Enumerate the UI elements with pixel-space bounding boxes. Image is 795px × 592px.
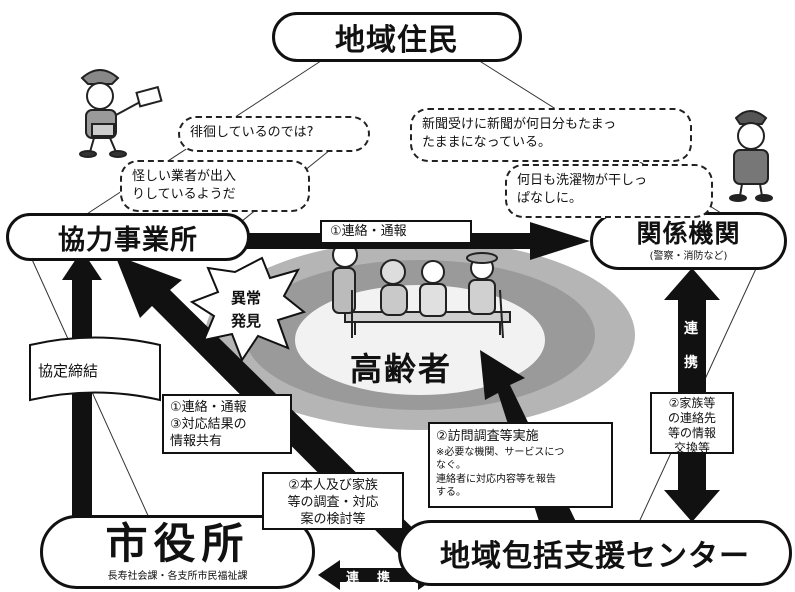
family-info-line4: 交換等 <box>673 441 710 455</box>
family-survey-line2: 等の調査・対応 <box>287 494 379 510</box>
label-cooperation-horizontal: 連携 <box>346 567 408 586</box>
family-info-line1: ②家族等 <box>668 396 716 410</box>
label-family-survey: ②本人及び家族 等の調査・対応 案の検討等 <box>262 472 404 530</box>
agreement-label: 協定締結 <box>38 362 99 380</box>
label-cooperation-vertical: 連 携 <box>684 318 698 372</box>
label-family-info: ②家族等 の連絡先 等の情報 交換等 <box>650 392 734 455</box>
arrow-city-to-partners <box>62 250 102 540</box>
bubble-newspaper-line2: たままになっている。 <box>422 134 551 150</box>
city-to-partners-line2: ③対応結果の <box>170 416 247 432</box>
agencies-subtitle: (警察・消防など) <box>649 251 728 263</box>
support-center-title: 地域包括支援センター <box>440 539 750 574</box>
partners-title: 協力事業所 <box>58 224 198 256</box>
cooperation-horizontal-char1: 連 <box>346 571 378 586</box>
residents-node: 地域住民 <box>272 12 522 62</box>
city-to-partners-line3: 情報共有 <box>170 433 223 449</box>
elderly-group-illustration <box>332 242 511 339</box>
agreement-flag-shape <box>29 336 161 402</box>
label-city-to-partners: ①連絡・通報 ③対応結果の 情報共有 <box>162 394 292 454</box>
bubble-suspicious-line2: りしているようだ <box>132 186 236 202</box>
label-partners-to-agencies-text: ①連絡・通報 <box>330 224 407 239</box>
home-visit-note1: ※必要な機関、サービスにつ <box>436 446 565 458</box>
city-office-node: 市役所 長寿社会課・各支所市民福祉課 <box>40 515 315 589</box>
bubble-laundry-line2: ぱなしに。 <box>517 190 583 206</box>
cooperation-horizontal-char2: 携 <box>377 571 409 586</box>
bubble-wandering: 徘徊しているのでは? <box>178 116 370 152</box>
label-partners-to-agencies: ①連絡・通報 <box>320 220 472 244</box>
police-officer-illustration <box>729 110 773 202</box>
bubble-suspicious: 怪しい業者が出入 りしているようだ <box>120 160 310 212</box>
partners-node: 協力事業所 <box>6 213 250 261</box>
bubble-newspaper: 新聞受けに新聞が何日分もたまっ たままになっている。 <box>410 108 692 162</box>
residents-title: 地域住民 <box>335 23 459 58</box>
abnormal-burst-label: 異常 発見 <box>231 287 261 332</box>
family-info-line2: の連絡先 <box>667 411 716 425</box>
bubble-laundry-line1: 何日も洗濯物が干しっ <box>517 173 648 188</box>
agencies-node: 関係機関 (警察・消防など) <box>590 212 787 270</box>
elderly-title: 高齢者 <box>350 350 453 388</box>
city-to-partners-line1: ①連絡・通報 <box>170 400 247 415</box>
bubble-wandering-text: 徘徊しているのでは? <box>190 125 314 140</box>
cooperation-vertical-char1: 連 <box>684 321 698 337</box>
family-survey-line1: ②本人及び家族 <box>288 478 378 493</box>
bubble-newspaper-line1: 新聞受けに新聞が何日分もたまっ <box>422 117 617 132</box>
family-info-line3: 等の情報 <box>667 426 716 440</box>
cooperation-vertical-char2: 携 <box>684 355 698 371</box>
abnormal-line1: 異常 <box>231 289 262 307</box>
home-visit-title: ②訪問調査等実施 <box>436 429 539 444</box>
support-center-node: 地域包括支援センター <box>398 520 792 586</box>
bubble-laundry: 何日も洗濯物が干しっ ぱなしに。 <box>505 164 713 218</box>
mail-carrier-illustration <box>79 69 163 158</box>
agencies-title: 関係機関 <box>636 218 741 248</box>
arrow-city-center <box>318 560 440 590</box>
home-visit-note4: する。 <box>436 487 466 499</box>
abnormal-burst-shape <box>189 256 307 363</box>
city-office-title: 市役所 <box>105 519 250 569</box>
home-visit-note2: なぐ。 <box>436 460 466 472</box>
abnormal-line2: 発見 <box>231 311 262 330</box>
family-survey-line3: 案の検討等 <box>300 511 366 527</box>
home-visit-note3: 連絡者に対応内容等を報告 <box>436 473 556 485</box>
bubble-suspicious-line1: 怪しい業者が出入 <box>132 169 237 184</box>
label-home-visit: ②訪問調査等実施 ※必要な機関、サービスにつ なぐ。 連絡者に対応内容等を報告 … <box>428 422 613 508</box>
city-office-subtitle: 長寿社会課・各支所市民福祉課 <box>107 570 248 582</box>
